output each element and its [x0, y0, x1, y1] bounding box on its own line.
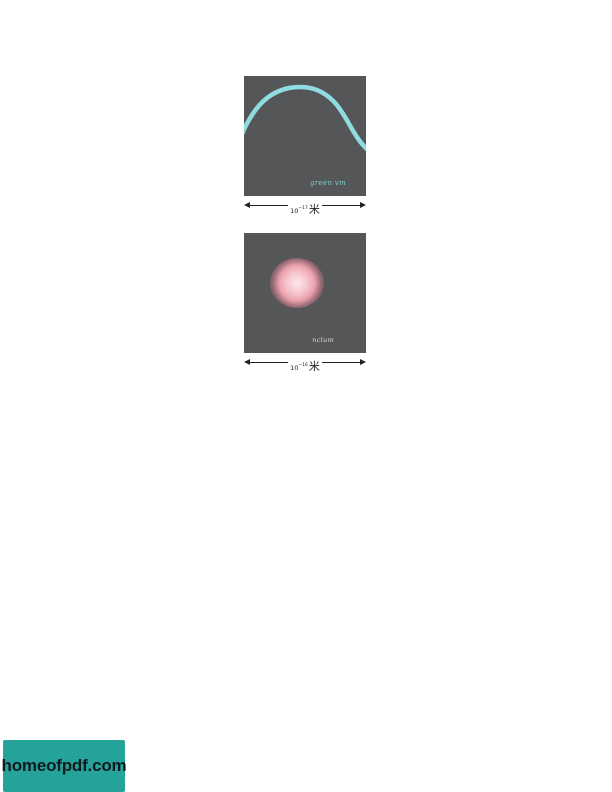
scale-exponent: −17 [298, 206, 308, 211]
watermark-text: homeofpdf.com [1, 756, 127, 775]
figure-caption: nclum [312, 336, 334, 344]
figure-caption: green vm [310, 179, 346, 187]
scale-line [322, 205, 362, 206]
wave-curve [244, 84, 366, 152]
figure-string-panel: green vm [244, 76, 366, 196]
scale-base: 10 [290, 364, 299, 372]
scale-bar: 10−17米 [244, 199, 366, 216]
arrow-left-icon [244, 359, 250, 365]
arrow-right-icon [360, 359, 366, 365]
arrow-left-icon [244, 202, 250, 208]
scale-line [248, 205, 288, 206]
arrow-right-icon [360, 202, 366, 208]
wave-curve-graphic [244, 84, 366, 152]
scale-line [322, 362, 362, 363]
scale-base: 10 [290, 207, 299, 215]
scale-label: 10−17米 [288, 198, 322, 217]
scale-line [248, 362, 288, 363]
watermark-badge: homeofpdf.com [1, 740, 127, 792]
scale-bar: 10−16米 [244, 356, 366, 373]
scale-label: 10−16米 [288, 355, 322, 374]
scale-exponent: −16 [298, 363, 308, 368]
scale-unit: 米 [308, 203, 320, 216]
glow-blob-graphic [270, 258, 324, 308]
scale-unit: 米 [308, 360, 320, 373]
